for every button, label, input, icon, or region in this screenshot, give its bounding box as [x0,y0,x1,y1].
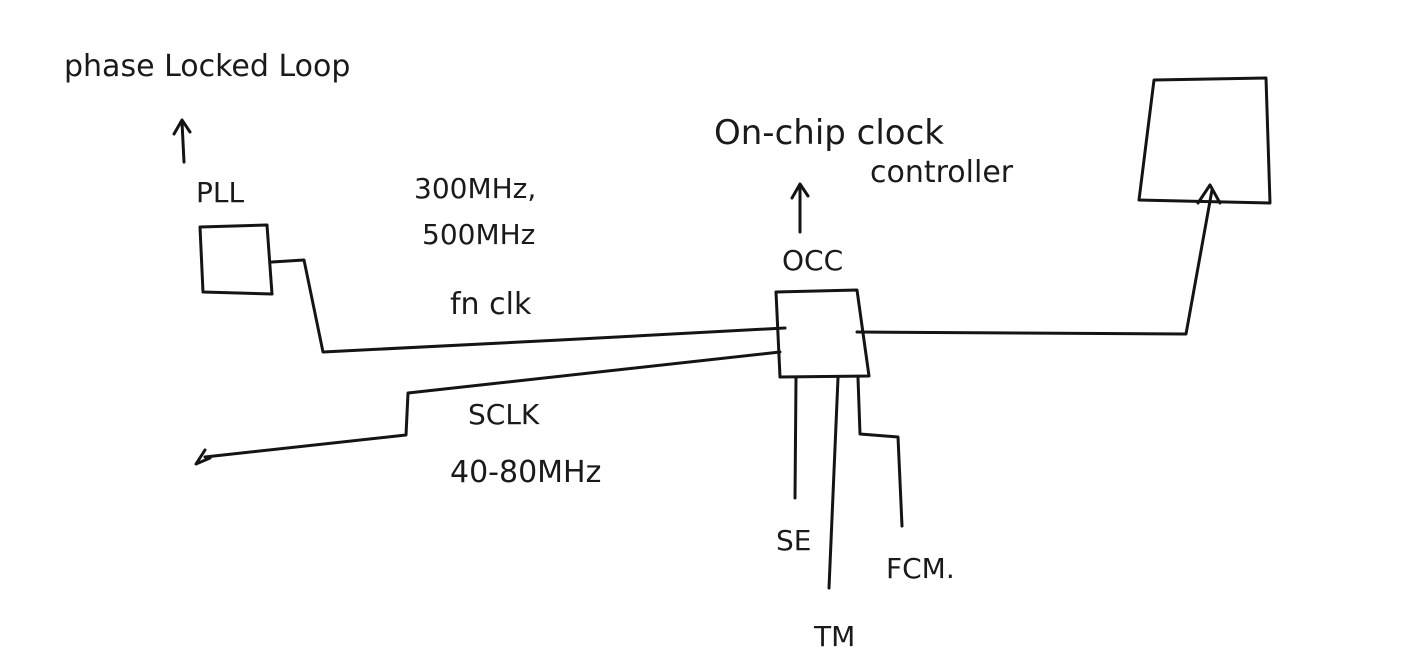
destination-flop-block [1137,76,1272,205]
clock-input-caret [1196,183,1222,205]
fn-clk-wire [270,258,787,354]
pll-block [198,223,274,296]
occ-label: OCC [782,244,843,277]
functional-freq-label-2: 500MHz [422,218,535,251]
fcm-wire [856,376,904,528]
se-label: SE [776,524,811,557]
sclk-label: SCLK [468,398,540,431]
fcm-label: FCM. [886,552,955,585]
tm-wire [827,376,840,590]
pll-label: PLL [196,176,244,209]
pll-caption-arrow [172,118,192,164]
sclk-wire [203,350,782,459]
occ-caption-line2: controller [870,155,1014,190]
clock-output-wire [855,188,1214,336]
occ-caption-line1: On-chip clock [714,113,944,153]
occ-block [774,288,871,379]
se-wire [793,376,798,500]
tm-label: TM [813,620,855,653]
occ-caption-arrow [790,182,810,234]
functional-freq-label-1: 300MHz, [414,172,536,205]
sclk-freq-label: 40-80MHz [450,455,601,490]
fn-clk-label: fn clk [450,287,532,322]
sclk-wire-end [194,448,212,466]
pll-caption: phase Locked Loop [64,49,350,84]
